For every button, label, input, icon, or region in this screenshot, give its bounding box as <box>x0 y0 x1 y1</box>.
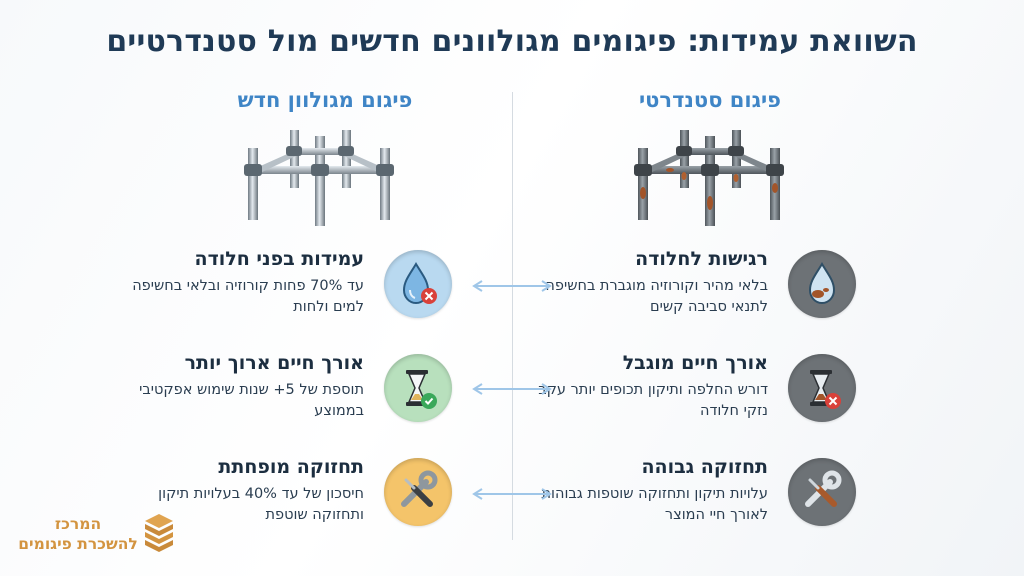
standard-item-rust: רגישות לחלודה בלאי מהיר וקורוזיה מוגברת … <box>536 248 856 322</box>
item-title: עמידות בפני חלודה <box>194 248 364 270</box>
standard-item-lifespan: אורך חיים מוגבל דורש החלפה ותיקון תכופים… <box>536 352 856 426</box>
wrench-screwdriver-icon <box>384 458 452 526</box>
item-description: עד 70% פחות קורוזיה ובלאי בחשיפה למים ול… <box>132 278 364 315</box>
standard-item-maintenance: תחזוקה גבוהה עלויות תיקון ותחזוקה שוטפות… <box>536 456 856 530</box>
galvanized-item-lifespan: אורך חיים ארוך יותר תוספת של 5+ שנות שימ… <box>132 352 452 426</box>
logo-line-2: להשכרת פיגומים <box>18 535 138 553</box>
item-title: רגישות לחלודה <box>635 248 768 270</box>
page-title: השוואת עמידות: פיגומים מגולוונים חדשים מ… <box>106 24 918 59</box>
comparison-arrow <box>472 383 552 395</box>
logo-text: המרכז להשכרת פיגומים <box>18 514 138 554</box>
stacked-layers-logo-icon <box>145 514 173 552</box>
item-title: אורך חיים מוגבל <box>622 352 768 374</box>
comparison-arrow <box>472 280 552 292</box>
comparison-arrow <box>472 488 552 500</box>
standard-column-title: פיגום סטנדרטי <box>638 88 781 112</box>
item-description: חיסכון של עד 40% בעלויות תיקון ותחזוקה ש… <box>158 486 364 523</box>
hourglass-x-icon <box>788 354 856 422</box>
galvanized-item-maintenance: תחזוקה מופחתת חיסכון של עד 40% בעלויות ת… <box>132 456 452 530</box>
galvanized-scaffold-illustration <box>244 130 394 226</box>
item-description: עלויות תיקון ותחזוקה שוטפות גבוהות לאורך… <box>541 486 769 523</box>
galvanized-column-title: פיגום מגולוון חדש <box>237 88 413 112</box>
item-title: תחזוקה מופחתת <box>218 456 364 478</box>
drop-x-icon <box>384 250 452 318</box>
galvanized-item-rust: עמידות בפני חלודה עד 70% פחות קורוזיה וב… <box>132 248 452 322</box>
item-title: אורך חיים ארוך יותר <box>184 352 364 374</box>
item-description: תוספת של 5+ שנות שימוש אפקטיבי בממוצע <box>139 382 364 419</box>
item-description: בלאי מהיר וקורוזיה מוגברת בחשיפה לתנאי ס… <box>545 278 768 315</box>
hourglass-check-icon <box>384 354 452 422</box>
item-title: תחזוקה גבוהה <box>641 456 768 478</box>
rusty-scaffold-illustration <box>634 130 784 226</box>
item-description: דורש החלפה ותיקון תכופים יותר עקב נזקי ח… <box>538 382 768 419</box>
logo-line-1: המרכז <box>54 515 102 533</box>
wrench-screwdriver-icon <box>788 458 856 526</box>
column-divider <box>512 92 513 540</box>
rusty-drop-icon <box>788 250 856 318</box>
